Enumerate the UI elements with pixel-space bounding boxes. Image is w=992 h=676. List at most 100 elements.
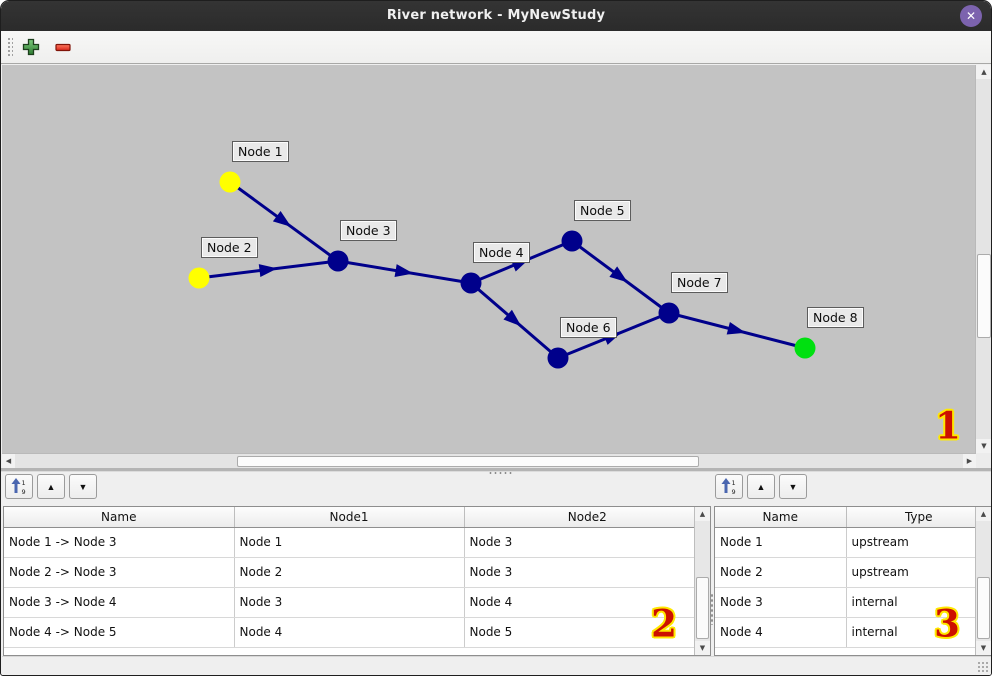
- column-header[interactable]: Type: [846, 507, 991, 528]
- table-cell[interactable]: Node 1: [234, 527, 465, 558]
- column-header[interactable]: Node2: [464, 507, 710, 528]
- table-cell[interactable]: upstream: [846, 527, 991, 558]
- titlebar[interactable]: River network - MyNewStudy ✕: [1, 1, 991, 31]
- network-node[interactable]: [327, 250, 349, 272]
- red-minus-icon: [55, 43, 71, 51]
- node-label: Node 3: [340, 220, 397, 241]
- network-node[interactable]: [561, 230, 583, 252]
- column-header[interactable]: Name: [4, 507, 235, 528]
- links-move-up-button[interactable]: ▲: [37, 474, 65, 499]
- table-cell[interactable]: Node 1: [715, 527, 847, 558]
- column-header[interactable]: Node1: [234, 507, 465, 528]
- table-cell[interactable]: Node 3: [464, 557, 710, 588]
- resize-grip-icon[interactable]: [977, 661, 989, 673]
- edge-direction-arrow-icon: [258, 264, 278, 278]
- scroll-left-button[interactable]: ◀: [2, 454, 15, 468]
- panel-splitter[interactable]: [1, 468, 991, 475]
- arrow-down-icon: ▼: [980, 644, 987, 652]
- scroll-up-button[interactable]: ▲: [695, 507, 710, 521]
- vertical-scroll-thumb[interactable]: [977, 577, 990, 639]
- links-move-down-button[interactable]: ▼: [69, 474, 97, 499]
- nodes-move-up-button[interactable]: ▲: [747, 474, 775, 499]
- scroll-down-button[interactable]: ▼: [976, 439, 991, 453]
- nodes-move-down-button[interactable]: ▼: [779, 474, 807, 499]
- network-node[interactable]: [547, 347, 569, 369]
- horizontal-scroll-thumb[interactable]: [237, 456, 699, 467]
- scroll-down-button[interactable]: ▼: [695, 641, 710, 655]
- tables-splitter-grip[interactable]: [710, 593, 715, 625]
- annotation-number: 2: [651, 601, 677, 646]
- scroll-right-button[interactable]: ▶: [963, 454, 976, 468]
- table-cell[interactable]: Node 4 -> Node 5: [4, 617, 235, 648]
- edge-direction-arrow-icon: [726, 321, 746, 335]
- arrow-up-icon: ▲: [756, 481, 766, 492]
- table-cell[interactable]: Node 4: [715, 617, 847, 648]
- canvas-horizontal-scrollbar[interactable]: ◀ ▶: [2, 453, 976, 468]
- network-node[interactable]: [794, 337, 816, 359]
- vertical-scroll-thumb[interactable]: [696, 577, 709, 639]
- annotation-number: 3: [934, 601, 960, 646]
- table-cell[interactable]: Node 4: [234, 617, 465, 648]
- links-sort-button[interactable]: 1 9: [5, 474, 33, 499]
- arrow-left-icon: ◀: [5, 457, 12, 465]
- nodes-sort-button[interactable]: 1 9: [715, 474, 743, 499]
- scroll-down-button[interactable]: ▼: [976, 641, 991, 655]
- network-node[interactable]: [219, 171, 241, 193]
- table-cell[interactable]: upstream: [846, 557, 991, 588]
- table-cell[interactable]: Node 2: [715, 557, 847, 588]
- column-header[interactable]: Name: [715, 507, 847, 528]
- table-cell[interactable]: Node 3: [464, 527, 710, 558]
- table-cell[interactable]: Node 4: [464, 587, 710, 618]
- arrow-down-icon: ▼: [981, 442, 987, 450]
- node-label: Node 6: [560, 317, 617, 338]
- toolbar: [1, 31, 991, 64]
- window-title: River network - MyNewStudy: [386, 8, 606, 23]
- close-icon: ✕: [965, 9, 977, 23]
- canvas-vertical-scrollbar[interactable]: ▲ ▼: [975, 65, 991, 453]
- table-cell[interactable]: Node 1 -> Node 3: [4, 527, 235, 558]
- table-cell[interactable]: Node 3 -> Node 4: [4, 587, 235, 618]
- network-node[interactable]: [658, 302, 680, 324]
- node-label: Node 7: [671, 272, 728, 293]
- table-cell[interactable]: Node 2: [234, 557, 465, 588]
- scroll-up-button[interactable]: ▲: [976, 507, 991, 521]
- add-button[interactable]: [19, 36, 43, 60]
- edge-direction-arrow-icon: [272, 210, 292, 227]
- links-table-scrollbar[interactable]: ▲ ▼: [694, 507, 710, 655]
- table-cell[interactable]: Node 3: [715, 587, 847, 618]
- arrow-up-icon: ▲: [699, 510, 706, 518]
- nodes-table-scrollbar[interactable]: ▲ ▼: [975, 507, 991, 655]
- table-cell[interactable]: Node 5: [464, 617, 710, 648]
- remove-button[interactable]: [51, 36, 75, 60]
- close-button[interactable]: ✕: [960, 5, 982, 27]
- table-cell[interactable]: Node 2 -> Node 3: [4, 557, 235, 588]
- status-bar: [2, 656, 991, 675]
- annotation-number: 1: [935, 403, 961, 448]
- vertical-scroll-thumb[interactable]: [977, 254, 991, 338]
- svg-text:1: 1: [732, 479, 736, 487]
- node-label: Node 5: [574, 200, 631, 221]
- svg-text:9: 9: [22, 488, 26, 495]
- network-node[interactable]: [188, 267, 210, 289]
- arrow-right-icon: ▶: [966, 457, 973, 465]
- network-node[interactable]: [460, 272, 482, 294]
- table-cell[interactable]: internal: [846, 587, 991, 618]
- toolbar-drag-handle[interactable]: [7, 37, 13, 58]
- scroll-up-button[interactable]: ▲: [976, 65, 991, 79]
- svg-text:1: 1: [22, 479, 26, 487]
- arrow-up-icon: ▲: [981, 68, 987, 76]
- arrow-up-icon: ▲: [46, 481, 56, 492]
- sort-1-9-icon: 1 9: [11, 478, 26, 495]
- table-cell[interactable]: Node 3: [234, 587, 465, 618]
- table-cell[interactable]: internal: [846, 617, 991, 648]
